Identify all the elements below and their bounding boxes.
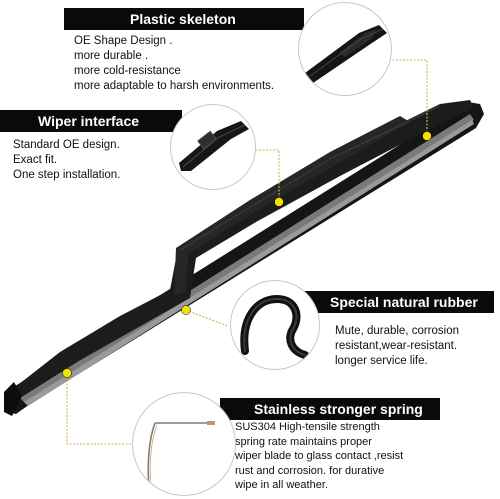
marker-rubber <box>181 305 191 315</box>
spring-line: spring rate maintains proper <box>235 435 372 448</box>
wiper-interface-description: Standard OE design. Exact fit. One step … <box>13 138 120 183</box>
wiper-interface-banner: Wiper interface <box>0 110 182 132</box>
spring-line: wipe in all weather. <box>235 479 328 491</box>
spring-banner: Stainless stronger spring <box>220 398 440 420</box>
leader-plastic-skeleton <box>386 59 428 136</box>
spring-description: SUS304 High-tensile strength spring rate… <box>235 420 403 493</box>
spring-detail-image <box>132 392 236 496</box>
wiper-interface-title: Wiper interface <box>38 113 140 129</box>
rubber-strip-closeup <box>240 294 309 359</box>
wiper-interface-line: Standard OE design. <box>13 139 120 151</box>
spring-line: rust and corrosion. for durative <box>235 464 385 477</box>
markers <box>62 131 432 378</box>
marker-wiper-interface <box>274 197 284 207</box>
spoiler-closeup <box>305 25 387 83</box>
marker-spring <box>62 368 72 378</box>
spring-line: wiper blade to glass contact ,resist <box>235 450 404 462</box>
plastic-skeleton-line: more cold-resistance <box>74 65 181 77</box>
plastic-skeleton-line: OE Shape Design . <box>74 35 173 47</box>
spring-wire-closeup <box>147 421 215 490</box>
spring-title: Stainless stronger spring <box>254 401 423 417</box>
wiper-interface-line: One step installation. <box>13 169 121 181</box>
plastic-skeleton-banner: Plastic skeleton <box>64 8 304 30</box>
rubber-title: Special natural rubber <box>330 294 478 310</box>
leader-rubber <box>185 309 229 327</box>
leader-spring <box>66 373 132 445</box>
plastic-skeleton-line: more durable . <box>74 50 149 62</box>
plastic-frame <box>14 100 474 396</box>
connector-closeup <box>179 121 249 171</box>
metal-strip <box>20 114 474 404</box>
rubber-banner: Special natural rubber <box>274 291 494 313</box>
marker-plastic-skeleton <box>422 131 432 141</box>
spring-line: SUS304 High-tensile strength <box>235 421 380 433</box>
leader-lines <box>66 59 428 445</box>
rubber-description: Mute, durable, corrosion resistant,wear-… <box>335 324 459 369</box>
wiper-interface-line: Exact fit. <box>13 154 58 166</box>
spoiler <box>174 116 410 296</box>
rubber-line: Mute, durable, corrosion <box>335 325 460 337</box>
rubber-line: resistant,wear-resistant. <box>335 340 458 352</box>
plastic-skeleton-line: more adaptable to harsh environments. <box>74 80 275 92</box>
plastic-skeleton-description: OE Shape Design . more durable . more co… <box>74 34 274 94</box>
rubber-detail-image <box>230 280 320 370</box>
wiper-blade <box>4 100 484 416</box>
wiper-interface-detail-image <box>170 104 256 190</box>
metal-strip-highlight <box>24 120 474 406</box>
rubber-line: longer service life. <box>335 355 428 367</box>
plastic-skeleton-detail-image <box>298 2 392 96</box>
plastic-skeleton-title: Plastic skeleton <box>130 11 236 27</box>
leader-wiper-interface <box>245 149 280 202</box>
blade-end-cap <box>4 382 22 416</box>
frame-edge-highlight <box>179 105 441 251</box>
